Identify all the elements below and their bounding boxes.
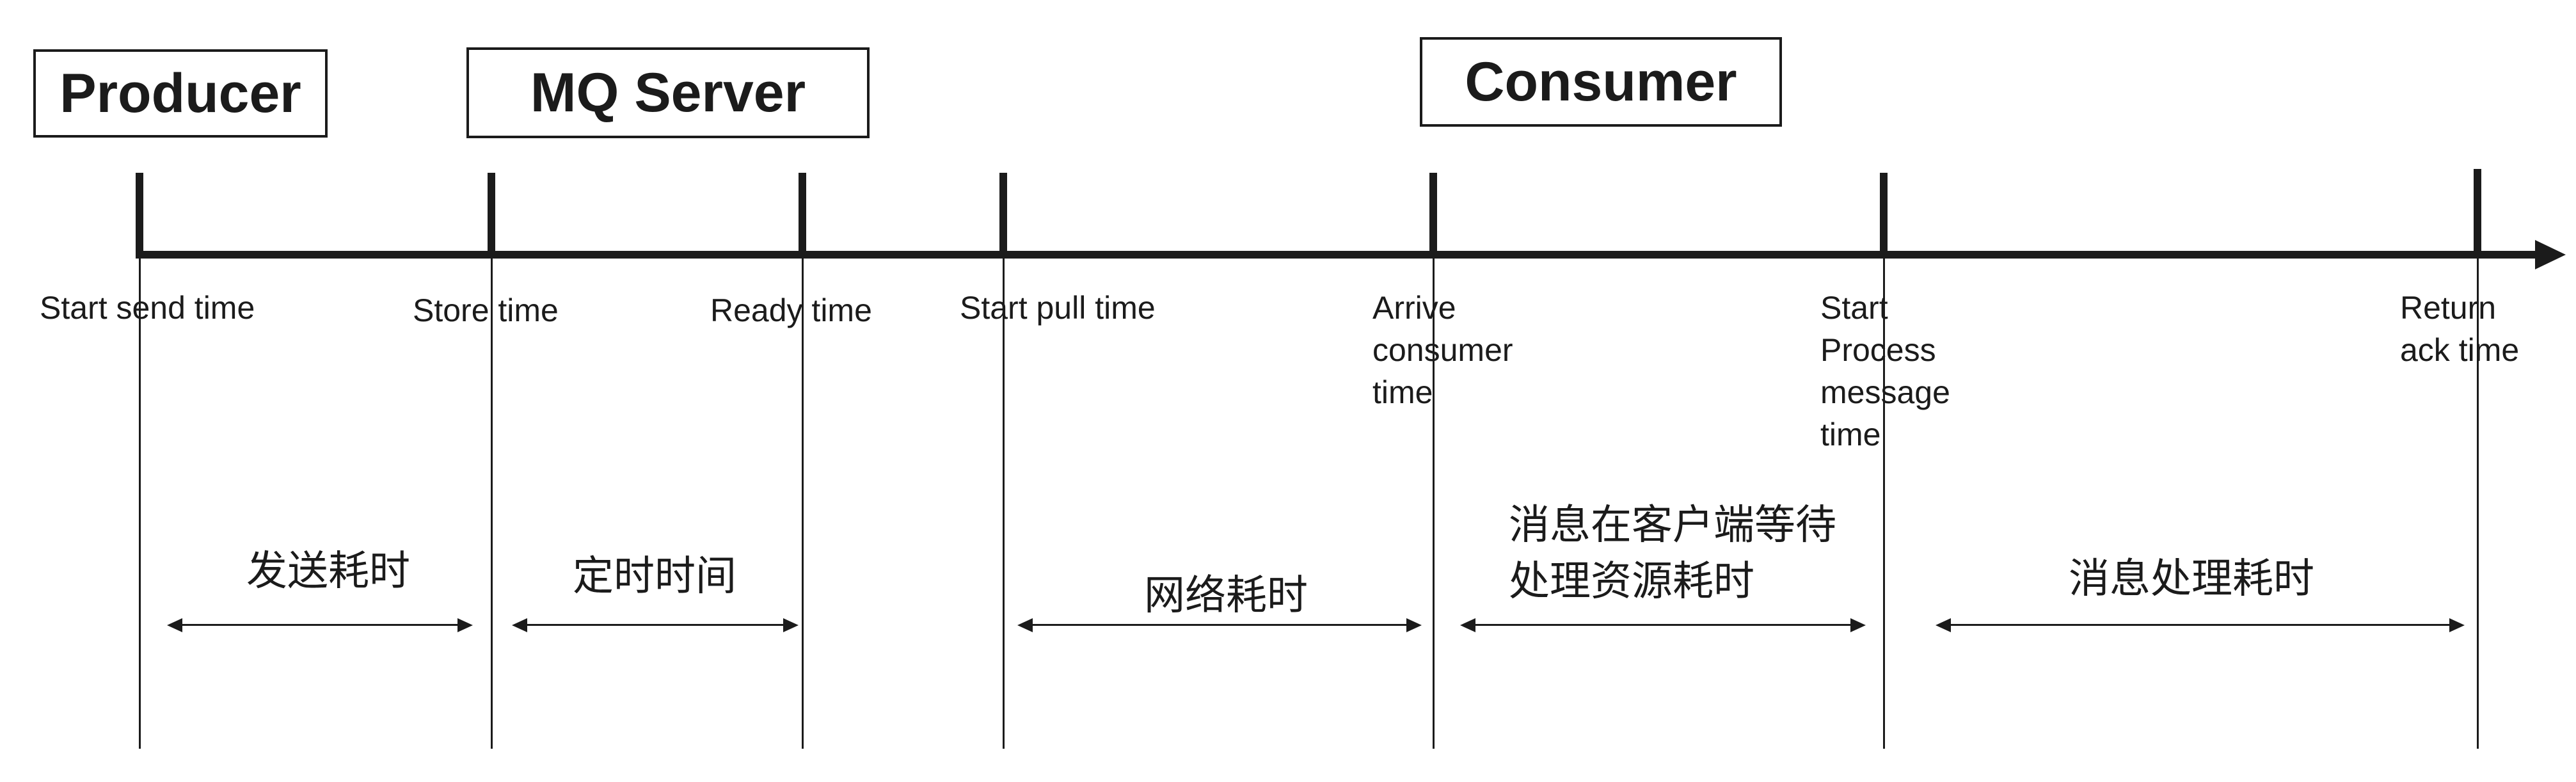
tick-mark-start-pull <box>999 173 1007 259</box>
dropline-store <box>491 259 493 749</box>
actor-label-consumer: Consumer <box>1465 51 1737 113</box>
duration-arrow-network <box>1017 618 1422 632</box>
tick-mark-start-process <box>1880 173 1888 259</box>
dropline-start-send <box>139 259 141 749</box>
dropline-start-process <box>1883 259 1885 749</box>
time-axis <box>136 251 2539 259</box>
axis-arrowhead-icon <box>2535 240 2566 269</box>
event-label-ready-time: Ready time <box>710 292 872 328</box>
actor-label-mq-server: MQ Server <box>530 61 806 124</box>
event-label-store-time: Store time <box>413 292 559 328</box>
tick-mark-arrive-consumer <box>1429 173 1437 259</box>
arrow-right-icon <box>783 618 799 632</box>
duration-arrow-process <box>1936 618 2465 632</box>
dropline-start-pull <box>1003 259 1005 749</box>
arrow-right-icon <box>2449 618 2465 632</box>
dropline-arrive-consumer <box>1433 259 1435 749</box>
arrow-left-icon <box>167 618 182 632</box>
actor-box-producer: Producer <box>33 49 328 138</box>
actor-label-producer: Producer <box>60 62 301 124</box>
dropline-ready <box>802 259 804 749</box>
duration-arrow-wait-resource <box>1460 618 1866 632</box>
actor-box-consumer: Consumer <box>1420 37 1782 127</box>
arrow-right-icon <box>1850 618 1866 632</box>
event-label-start-pull-time: Start pull time <box>960 290 1156 326</box>
arrow-left-icon <box>1017 618 1033 632</box>
event-label-return-ack-time: Return ack time <box>2400 290 2520 368</box>
tick-mark-return-ack <box>2474 169 2481 259</box>
arrow-left-icon <box>1460 618 1475 632</box>
duration-label-network: 网络耗时 <box>1144 572 1308 618</box>
event-label-arrive-consumer-time: Arrive consumer time <box>1372 290 1513 410</box>
duration-label-timing: 定时时间 <box>573 553 736 599</box>
arrow-left-icon <box>1936 618 1951 632</box>
tick-mark-store <box>488 173 495 259</box>
tick-mark-start-send <box>136 173 143 259</box>
duration-label-wait-resource: 消息在客户端等待处理资源耗时 <box>1509 502 1836 604</box>
event-label-start-process-message-time: Start Process message time <box>1820 290 1950 452</box>
duration-arrow-timing <box>512 618 799 632</box>
dropline-return-ack <box>2477 259 2479 749</box>
event-label-start-send-time: Start send time <box>40 290 255 326</box>
arrow-right-icon <box>457 618 473 632</box>
arrow-left-icon <box>512 618 527 632</box>
duration-arrow-send <box>167 618 473 632</box>
arrow-right-icon <box>1406 618 1422 632</box>
actor-box-mq-server: MQ Server <box>466 47 870 138</box>
duration-label-send: 发送耗时 <box>246 548 410 594</box>
tick-mark-ready <box>799 173 806 259</box>
duration-label-process: 消息处理耗时 <box>2069 555 2314 602</box>
